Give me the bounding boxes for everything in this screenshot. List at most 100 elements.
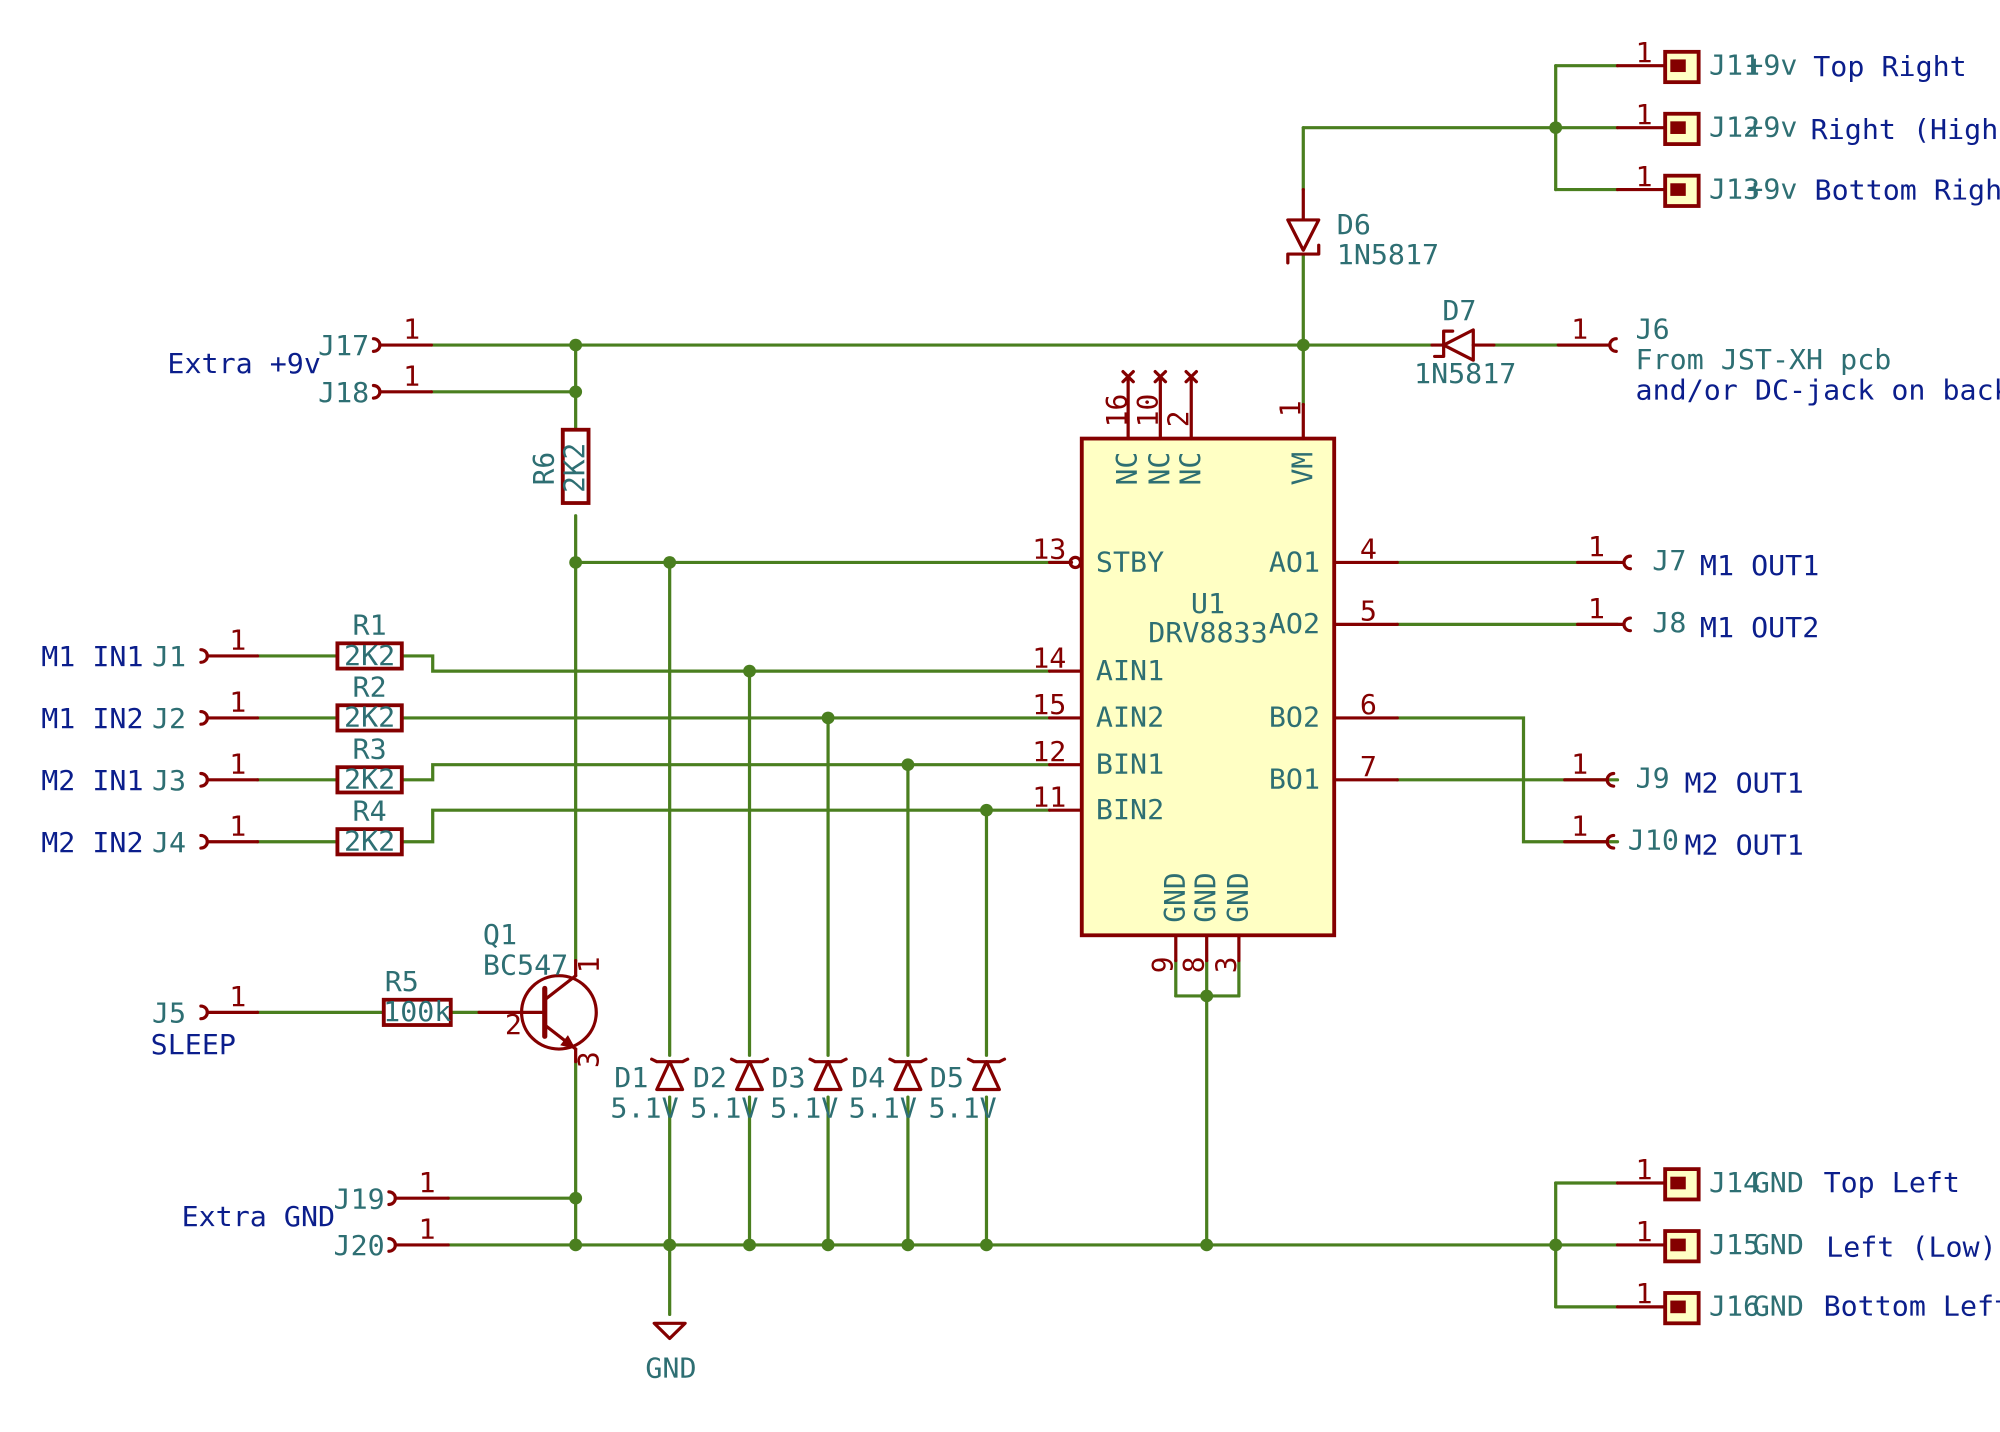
- resistor-r5: [381, 997, 453, 1027]
- j3-ref: J3: [152, 764, 186, 797]
- u1-pin-gnd8: GND: [1189, 872, 1222, 922]
- j13-ref: J13: [1709, 173, 1760, 206]
- r5-ref: R5: [385, 965, 419, 998]
- j20-ref: J20: [334, 1229, 385, 1262]
- u1-pinnum-bin1: 12: [1032, 735, 1066, 768]
- j15-pin-number: 1: [1636, 1215, 1653, 1248]
- label-left-low: Left (Low): [1826, 1231, 1997, 1264]
- r6-ref: R6: [528, 452, 561, 485]
- j6-pin-number: 1: [1571, 313, 1588, 346]
- q1-value: BC547: [483, 949, 568, 982]
- j6-note-1: From JST-XH pcb: [1636, 343, 1892, 376]
- j16-ref: J16: [1709, 1290, 1760, 1323]
- j6-ref: J6: [1636, 313, 1670, 346]
- zener-d4: [888, 1057, 928, 1092]
- r1-value: 2K2: [344, 639, 395, 672]
- j8-ref: J8: [1652, 606, 1686, 639]
- j11-value: +9v: [1746, 49, 1797, 82]
- d1-ref: D1: [614, 1061, 648, 1094]
- j3-pin-number: 1: [229, 748, 246, 781]
- j15-value: GND: [1753, 1228, 1804, 1261]
- resistor-r3: [335, 765, 404, 795]
- j14-pin-number: 1: [1636, 1153, 1653, 1186]
- j10-pin-number: 1: [1571, 810, 1588, 843]
- d7-ref: D7: [1442, 294, 1476, 327]
- label-bottom-right: Bottom Right: [1815, 174, 2000, 207]
- u1-pin-nc16: NC: [1111, 452, 1144, 485]
- j11-ref: J11: [1709, 49, 1760, 82]
- u1-pin-bo1: BO1: [1269, 763, 1320, 796]
- r3-ref: R3: [353, 733, 387, 766]
- label-extra-9v: Extra +9v: [167, 347, 320, 380]
- d1-value: 5.1V: [610, 1092, 678, 1125]
- j1-pin-number: 1: [229, 624, 246, 657]
- j16-pin-number: 1: [1636, 1277, 1653, 1310]
- schottky-d7: [1430, 328, 1496, 362]
- d4-value: 5.1V: [849, 1092, 917, 1125]
- j14-ref: J14: [1709, 1166, 1760, 1199]
- junction-dots: [569, 121, 1563, 1252]
- d6-ref: D6: [1337, 208, 1371, 241]
- transistor-q1: [477, 958, 598, 1064]
- r2-value: 2K2: [344, 701, 395, 734]
- j2-pin-number: 1: [229, 686, 246, 719]
- j19-ref: J19: [334, 1183, 385, 1216]
- resistor-r6: [560, 427, 591, 505]
- j18-ref: J18: [318, 376, 369, 409]
- u1-pin-bo2: BO2: [1269, 701, 1320, 734]
- j15-ref: J15: [1709, 1228, 1760, 1261]
- u1-pin-ao2: AO2: [1269, 607, 1320, 640]
- u1-pinnum-gnd9: 9: [1147, 956, 1180, 973]
- j7-ref: J7: [1652, 544, 1686, 577]
- resistor-r4: [335, 827, 404, 857]
- zener-d2: [729, 1057, 770, 1092]
- u1-pinnum-vm: 1: [1274, 400, 1307, 417]
- j8-pin-number: 1: [1588, 592, 1605, 625]
- q1-ref: Q1: [483, 918, 517, 951]
- j12-pin-number: 1: [1636, 98, 1653, 131]
- u1-pinnum-ao1: 4: [1360, 533, 1377, 566]
- j10-ref: J10: [1628, 824, 1679, 857]
- d3-ref: D3: [771, 1061, 805, 1094]
- j19-pin-number: 1: [419, 1166, 436, 1199]
- j20-pin-number: 1: [419, 1213, 436, 1246]
- j12-ref: J12: [1709, 111, 1760, 144]
- u1-pin-gnd3: GND: [1222, 872, 1255, 922]
- label-m2-in2: M2 IN2: [41, 826, 143, 859]
- u1-pinnum-ain2: 15: [1032, 688, 1066, 721]
- zener-d5: [966, 1057, 1007, 1092]
- j4-pin-number: 1: [229, 810, 246, 843]
- r3-value: 2K2: [344, 763, 395, 796]
- u1-pinnum-bo2: 6: [1360, 688, 1377, 721]
- u1-pinnum-gnd8: 8: [1178, 956, 1211, 973]
- u1-pinnum-bin2: 11: [1032, 781, 1066, 814]
- u1-pinnum-bo1: 7: [1360, 750, 1377, 783]
- u1-pin-nc2: NC: [1174, 452, 1207, 485]
- label-m2-out1-a: M2 OUT1: [1684, 767, 1803, 800]
- u1-pinnum-gnd3: 3: [1210, 956, 1243, 973]
- label-m1-in1: M1 IN1: [41, 640, 143, 673]
- u1-pinnum-stby: 13: [1032, 533, 1066, 566]
- j16-value: GND: [1753, 1290, 1804, 1323]
- r5-value: 100k: [383, 995, 451, 1028]
- d2-ref: D2: [693, 1061, 727, 1094]
- j14-value: GND: [1753, 1166, 1804, 1199]
- j11-pin-number: 1: [1636, 36, 1653, 69]
- d4-ref: D4: [851, 1061, 885, 1094]
- u1-pin-stby: STBY: [1096, 546, 1164, 579]
- j18-pin-number: 1: [403, 360, 420, 393]
- d3-value: 5.1V: [770, 1092, 838, 1125]
- ic-u1: [1047, 370, 1399, 963]
- connector-pins-power: [371, 337, 450, 1253]
- resistor-r2: [335, 703, 404, 733]
- u1-value: DRV8833: [1148, 616, 1267, 649]
- u1-pin-bin2: BIN2: [1096, 793, 1164, 826]
- j17-ref: J17: [318, 329, 369, 362]
- label-bottom-left: Bottom Left: [1824, 1290, 2000, 1323]
- j4-ref: J4: [152, 826, 186, 859]
- gnd-symbol: [652, 1321, 687, 1341]
- label-m1-out1: M1 OUT1: [1700, 549, 1819, 582]
- connector-pins-right: [1563, 554, 1633, 850]
- u1-pin-vm: VM: [1286, 452, 1319, 485]
- u1-pin-gnd9: GND: [1159, 872, 1192, 922]
